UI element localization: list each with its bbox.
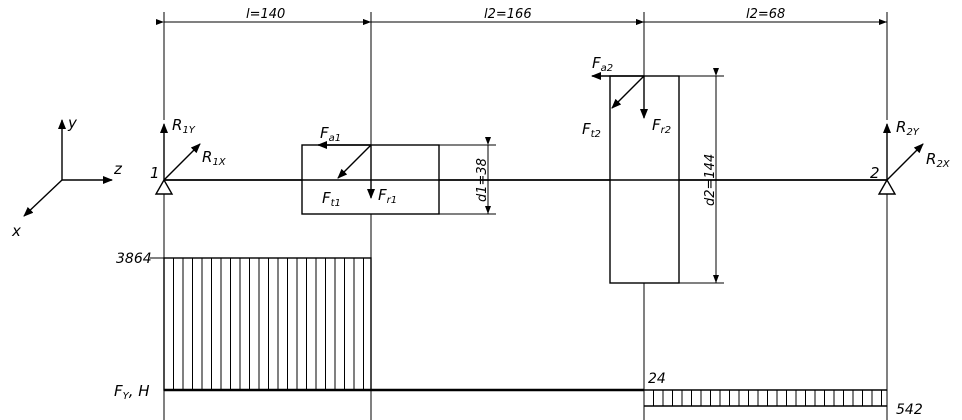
value-3864: 3864 xyxy=(116,251,152,267)
reaction-r1y: R1Y xyxy=(172,116,196,136)
dim-d2: d2=144 xyxy=(703,154,718,206)
reaction-r2y: R2Y xyxy=(896,118,920,138)
gear-1: d1=38 Fa1 Ft1 Fr1 xyxy=(164,124,610,215)
support-1-number: 1 xyxy=(150,164,160,182)
force-ft1: Ft1 xyxy=(322,189,341,209)
hatch-left xyxy=(173,258,364,390)
axis-y-label: y xyxy=(67,114,78,132)
force-ft2: Ft2 xyxy=(582,120,601,140)
dim-l: l=140 xyxy=(246,7,285,22)
value-542: 542 xyxy=(896,402,923,418)
dimension-chain: l=140 l2=166 l2=68 xyxy=(156,7,888,145)
gear-2: d2=144 Fa2 Ft2 Fr2 xyxy=(582,54,887,284)
shear-force-diagram: 3864 24 542 FY, H xyxy=(114,251,923,418)
dim-d1: d1=38 xyxy=(475,158,490,202)
extension-lines xyxy=(163,194,888,420)
support-2-number: 2 xyxy=(870,164,880,182)
value-24: 24 xyxy=(648,371,666,387)
coordinate-axes: y z x xyxy=(11,114,123,240)
force-fr1: Fr1 xyxy=(378,186,397,206)
dim-l2-second: l2=68 xyxy=(746,7,785,22)
dim-l2-first: l2=166 xyxy=(484,7,532,22)
reaction-r1x: R1X xyxy=(202,148,227,168)
reaction-r2x: R2X xyxy=(926,150,951,170)
axis-z-label: z xyxy=(113,160,123,178)
support-1: 1 R1Y R1X xyxy=(150,116,227,195)
hatch-right xyxy=(653,390,882,406)
force-fr2: Fr2 xyxy=(652,116,671,136)
force-fa2: Fa2 xyxy=(592,54,613,74)
diagram-axis-label: FY, H xyxy=(114,382,150,402)
axis-x-label: x xyxy=(11,222,21,240)
support-2: 2 R2Y R2X xyxy=(870,118,951,195)
force-fa1: Fa1 xyxy=(320,124,341,144)
